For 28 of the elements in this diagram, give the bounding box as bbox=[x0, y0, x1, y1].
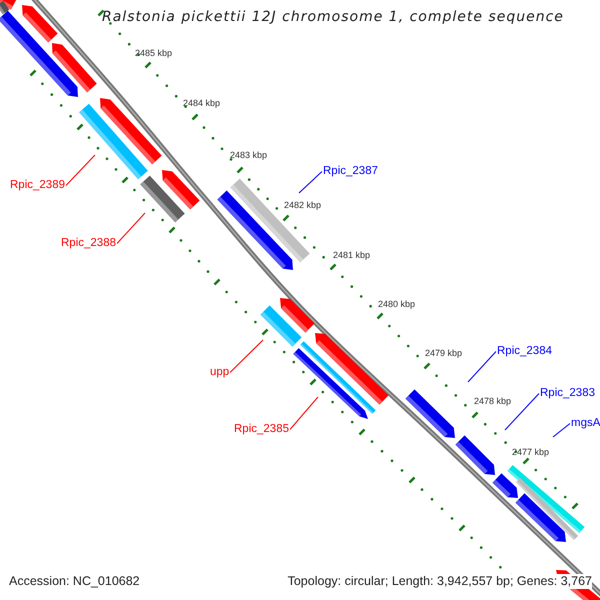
tick-label: 2484 kbp bbox=[183, 98, 220, 109]
gene-label: Rpic_2388 bbox=[61, 237, 116, 250]
leader-line bbox=[116, 212, 146, 244]
leader-line bbox=[468, 351, 496, 382]
gene-label: Rpic_2389 bbox=[10, 179, 65, 192]
tick-label: 2481 kbp bbox=[333, 250, 370, 261]
tick-label: 2483 kbp bbox=[230, 150, 268, 161]
leader-line bbox=[504, 393, 540, 430]
leader-line bbox=[552, 423, 570, 438]
tick-label: 2485 kbp bbox=[135, 48, 172, 59]
tick-label: 2480 kbp bbox=[378, 299, 416, 310]
tick-label: 2477 kbp bbox=[512, 447, 550, 458]
leader-line bbox=[290, 396, 318, 430]
gene-label: Rpic_2387 bbox=[323, 165, 378, 178]
tick-label: 2478 kbp bbox=[474, 396, 512, 407]
gene-label: Rpic_2383 bbox=[540, 387, 595, 400]
leader-line bbox=[66, 154, 96, 186]
sequence-stats-text: Topology: circular; Length: 3,942,557 bp; Genes: 3,767 bbox=[288, 574, 592, 589]
gene-label: upp bbox=[210, 366, 230, 379]
gene-label: Rpic_2384 bbox=[497, 345, 552, 358]
tick-label: 2482 kbp bbox=[284, 200, 322, 211]
leader-line bbox=[230, 340, 264, 373]
leader-line bbox=[298, 171, 322, 194]
title: Ralstonia pickettii 12J chromosome 1, complete sequence bbox=[102, 9, 564, 26]
gene-label: mgsA bbox=[571, 417, 600, 430]
tick-label: 2479 kbp bbox=[425, 348, 462, 359]
accession-text: Accession: NC_010682 bbox=[9, 574, 140, 589]
gene-label: Rpic_2385 bbox=[234, 423, 289, 436]
